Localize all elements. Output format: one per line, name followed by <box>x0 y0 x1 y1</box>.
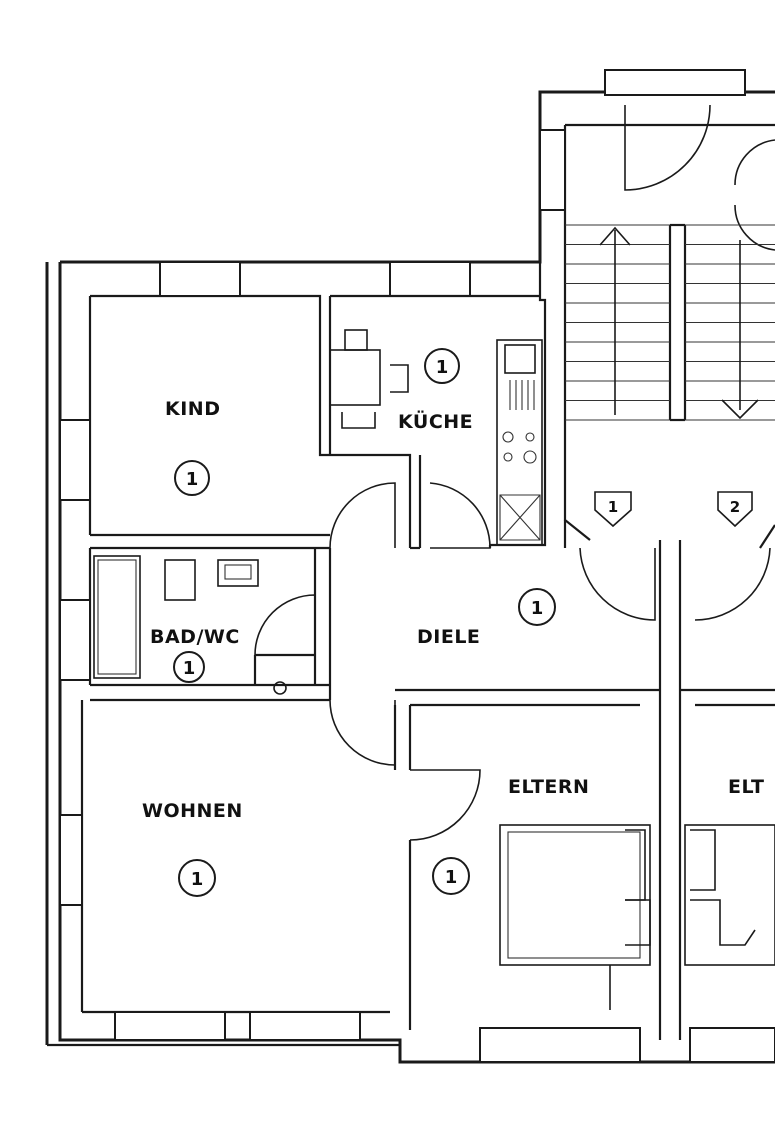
door-wohnen <box>329 699 396 766</box>
window-kind-top <box>159 261 241 297</box>
kitchen-chair-right <box>390 364 409 393</box>
kitchen-drainer <box>509 380 535 410</box>
bathtub <box>93 555 141 679</box>
door-stair-2 <box>694 547 771 621</box>
label-bad: BAD/WC <box>150 626 240 648</box>
label-kind: KIND <box>165 398 220 420</box>
window-stair-side <box>539 129 566 211</box>
stair-door-marker-1: 1 <box>594 491 632 528</box>
washbasin <box>217 559 259 587</box>
label-diele: DIELE <box>417 626 480 648</box>
windows <box>59 69 775 1063</box>
svg-text:1: 1 <box>186 469 199 490</box>
staircase <box>565 223 775 422</box>
door-kueche-right <box>429 482 491 549</box>
stair-door-markers: 1 2 <box>594 491 753 528</box>
label-wohnen: WOHNEN <box>142 800 243 822</box>
door-bad <box>254 594 316 656</box>
fixtures <box>93 329 775 1010</box>
door-kueche <box>329 482 396 549</box>
washbasin-inner <box>224 564 252 580</box>
window-eltern-bottom <box>479 1027 641 1063</box>
svg-text:1: 1 <box>445 867 458 888</box>
stove-burner-3 <box>503 452 513 462</box>
label-eltern-2: ELT <box>728 776 764 798</box>
eltern2-bed <box>684 824 775 966</box>
stair-door-marker-2: 2 <box>717 491 753 528</box>
unit-marker-wohnen: 1 <box>178 859 216 897</box>
unit-marker-diele: 1 <box>518 588 556 626</box>
svg-text:1: 1 <box>436 357 449 378</box>
door-entrance-3 <box>734 204 775 251</box>
bathtub-inner <box>97 559 137 675</box>
door-entrance-1 <box>624 104 711 191</box>
svg-text:1: 1 <box>191 869 204 890</box>
stove-burner-4 <box>523 450 537 464</box>
eltern-bed-inner <box>507 831 641 959</box>
door-entrance-2 <box>734 139 775 186</box>
stove-burner-2 <box>525 432 535 442</box>
kitchen-table <box>329 349 381 406</box>
eltern-nightstand-1 <box>625 829 646 901</box>
stair-arrow-down <box>721 240 759 420</box>
window-top-right <box>604 69 746 96</box>
eltern2-nightstand <box>690 829 716 891</box>
floor-drain <box>273 681 287 695</box>
unit-marker-eltern: 1 <box>432 857 470 895</box>
stair-arrow-up <box>599 226 631 415</box>
stove-burner-1 <box>502 431 514 443</box>
window-kind-side <box>59 419 91 501</box>
label-kueche: KÜCHE <box>398 409 473 433</box>
svg-text:1: 1 <box>183 658 196 679</box>
toilet <box>164 559 196 601</box>
doors <box>254 104 775 841</box>
window-wohnen-bottom-1 <box>114 1011 226 1041</box>
unit-markers: 1 1 1 1 1 1 <box>173 348 556 897</box>
door-eltern <box>409 769 481 841</box>
window-wohnen-side <box>59 814 83 906</box>
window-wohnen-bottom-2 <box>249 1011 361 1041</box>
kitchen-sink <box>504 344 536 374</box>
svg-text:1: 1 <box>531 598 544 619</box>
window-eltern2-bottom <box>689 1027 775 1063</box>
eltern2-nightstand-2 <box>690 899 756 946</box>
window-kueche-top <box>389 261 471 297</box>
room-labels: KIND KÜCHE BAD/WC DIELE WOHNEN ELTERN EL… <box>142 398 764 822</box>
label-eltern: ELTERN <box>508 776 589 798</box>
svg-text:2: 2 <box>730 498 740 516</box>
unit-marker-bad: 1 <box>173 651 205 683</box>
eltern-nightstand-2 <box>625 899 651 946</box>
unit-marker-kind: 1 <box>174 460 210 496</box>
eltern-bed <box>499 824 651 966</box>
interior-walls <box>253 294 775 1040</box>
unit-marker-kueche: 1 <box>424 348 460 384</box>
kitchen-counter <box>496 339 543 546</box>
fridge-box <box>499 494 541 541</box>
svg-text:1: 1 <box>608 498 618 516</box>
kitchen-chair-bottom <box>341 412 376 429</box>
kitchen-chair-top <box>344 329 368 351</box>
door-stair-1 <box>579 547 656 621</box>
window-bad-side <box>59 599 91 681</box>
